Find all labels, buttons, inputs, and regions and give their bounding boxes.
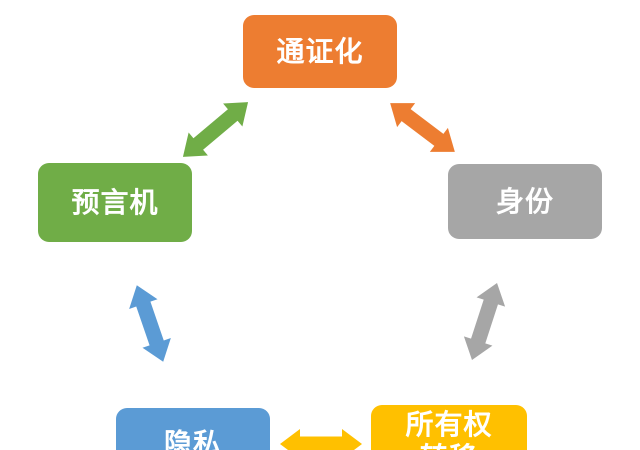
double-arrow-oracle-privacy-icon — [129, 285, 171, 362]
double-arrow-oracle-tokenization-icon — [182, 102, 249, 157]
node-tokenization-label: 通证化 — [276, 35, 364, 68]
node-ownership-label-line1: 所有权 — [405, 408, 493, 441]
node-ownership-label-line2: 转移 — [420, 441, 478, 450]
double-arrow-privacy-ownership-icon — [280, 429, 362, 450]
double-arrow-identity-ownership-icon — [463, 282, 506, 361]
node-oracle-label: 预言机 — [71, 186, 159, 219]
node-ownership-transfer: 所有权 转移 — [371, 405, 527, 450]
node-identity-label: 身份 — [495, 185, 554, 218]
node-privacy-label: 隐私 — [163, 426, 222, 450]
double-arrow-tokenization-identity-icon — [390, 103, 455, 152]
node-privacy: 隐私 — [116, 408, 270, 450]
node-tokenization: 通证化 — [243, 15, 397, 88]
node-identity: 身份 — [448, 164, 602, 239]
node-oracle: 预言机 — [38, 163, 192, 242]
